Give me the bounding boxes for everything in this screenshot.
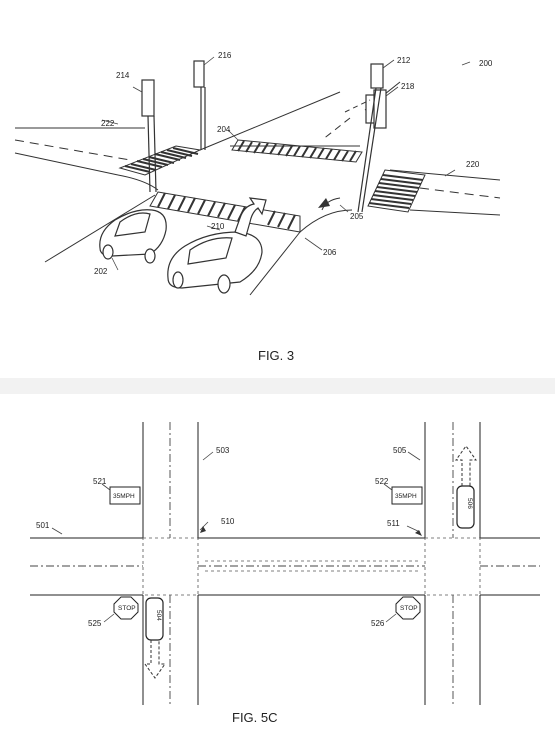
ref-220: 220 [466, 160, 480, 169]
ref-525: 525 [88, 619, 102, 628]
ref-210: 210 [211, 222, 225, 231]
stop-sign-left-text: STOP [118, 605, 136, 612]
crosswalk-top [231, 139, 363, 163]
intersection-510-box [142, 537, 199, 596]
vehicle-with-turn-arrow [167, 197, 267, 294]
fig5c-caption: FIG. 5C [232, 710, 278, 725]
stop-sign-right-text: STOP [400, 605, 418, 612]
traffic-signal-218 [357, 87, 387, 213]
road-far-center-dash [321, 117, 351, 141]
vehicle-506-label: 506 [466, 498, 473, 509]
ref-214: 214 [116, 71, 130, 80]
road-right-edges [389, 169, 501, 216]
vehicle-202 [99, 209, 167, 264]
stop-sign-526: STOP [395, 596, 421, 620]
fig5c-intersection-diagram: 506 504 35MPH 35MPH STOP STOP 501 [30, 422, 540, 725]
traffic-signal-216 [193, 60, 206, 150]
figure-separator [0, 378, 555, 394]
ref-212: 212 [397, 56, 411, 65]
ref-204: 204 [217, 125, 231, 134]
speed-limit-sign-521: 35MPH [109, 486, 141, 505]
stop-sign-525: STOP [113, 596, 139, 620]
ref-205: 205 [350, 212, 364, 221]
ref-505: 505 [393, 446, 407, 455]
intersection-511-box [424, 537, 481, 596]
fig3-intersection-diagram: 214 216 212 218 200 222 204 220 205 206 … [14, 51, 501, 363]
speed-limit-left-text: 35MPH [113, 493, 135, 500]
vehicle-504: 504 [144, 597, 166, 679]
ref-206: 206 [323, 248, 337, 257]
traffic-signal-212 [370, 63, 384, 89]
road-far-left-edge [199, 91, 341, 151]
corner-curve-right [299, 209, 353, 233]
ref-526: 526 [371, 619, 385, 628]
road-center-dash-right [419, 187, 501, 199]
turn-arrow-205 [321, 197, 341, 211]
crosswalk-bottom [149, 191, 301, 233]
ref-501: 501 [36, 521, 50, 530]
road-left-edges [14, 127, 145, 176]
ref-222: 222 [101, 119, 115, 128]
traffic-signal-214 [141, 79, 157, 193]
crosswalk-left [118, 145, 202, 176]
crosswalk-right [367, 169, 426, 213]
corner-curve-left [117, 174, 159, 191]
ref-521: 521 [93, 477, 107, 486]
ref-218: 218 [401, 82, 415, 91]
vehicle-504-label: 504 [155, 610, 162, 621]
road-near-right-edge [249, 231, 301, 296]
ref-503: 503 [216, 446, 230, 455]
speed-limit-right-text: 35MPH [395, 493, 417, 500]
road-near-left-edge [44, 194, 156, 263]
ref-522: 522 [375, 477, 389, 486]
speed-limit-sign-522: 35MPH [391, 486, 423, 505]
ref-510: 510 [221, 517, 235, 526]
ref-200: 200 [479, 59, 493, 68]
road-center-dash-left [14, 139, 131, 161]
ref-511: 511 [387, 519, 400, 528]
vehicle-506: 506 [455, 445, 477, 529]
ref-216: 216 [218, 51, 232, 60]
ref-202: 202 [94, 267, 108, 276]
fig3-caption: FIG. 3 [258, 348, 294, 363]
